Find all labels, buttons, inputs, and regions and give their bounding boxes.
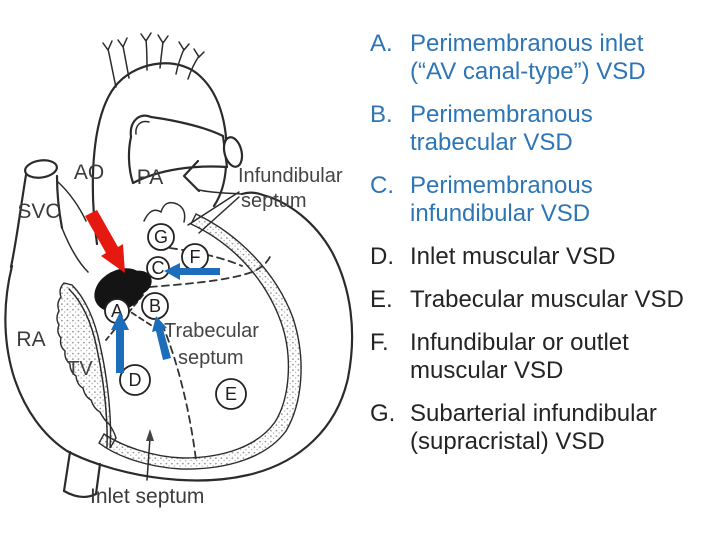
label-svc: SVC	[17, 200, 60, 223]
svg-text:Infundibular: Infundibular	[238, 165, 343, 187]
vsd-marker-d: D	[119, 364, 151, 396]
marker-letter-b: B	[149, 296, 161, 316]
legend-text: Trabecular muscular VSD	[410, 286, 684, 313]
label-infundibular-septum: Infundibular septum	[238, 165, 343, 212]
pulmonary-artery	[127, 114, 244, 185]
legend-text: Perimembranous trabecular VSD	[410, 101, 593, 156]
svc-vessel	[9, 159, 89, 273]
svg-text:septum: septum	[241, 190, 307, 212]
legend-item-g: G. Subarterial infundibular (supracrista…	[370, 400, 712, 456]
legend-item-d: D. Inlet muscular VSD	[370, 243, 712, 271]
legend-text: Perimembranous infundibular VSD	[410, 172, 593, 227]
vsd-marker-b: B	[141, 292, 169, 320]
legend-letter: A.	[370, 30, 393, 57]
red-arrow	[85, 210, 125, 273]
legend-letter: D.	[370, 243, 394, 270]
blue-arrow-b	[152, 316, 171, 360]
infundibular-septum-pointers	[187, 191, 240, 234]
heart-outline	[4, 159, 354, 499]
label-pulmonary-artery: PA	[137, 166, 163, 189]
ivc-stub	[62, 450, 102, 499]
vsd-legend-list: A. Perimembranous inlet (“AV canal-type”…	[370, 30, 712, 471]
aorta-branch-1	[102, 37, 130, 88]
label-trabecular-septum: Trabecular septum	[164, 320, 259, 369]
aorta-branch-2	[140, 32, 169, 71]
legend-text: Infundibular or outlet muscular VSD	[410, 329, 629, 384]
marker-letter-f: F	[190, 247, 201, 267]
membranous-boundary-arc	[149, 253, 272, 288]
legend-letter: B.	[370, 101, 393, 128]
legend-item-c: C. Perimembranous infundibular VSD	[370, 172, 712, 228]
legend-text: Subarterial infundibular (supracristal) …	[410, 400, 657, 455]
legend-letter: G.	[370, 400, 396, 427]
marker-letter-e: E	[225, 384, 237, 404]
inlet-septum-pointer-arrow	[146, 429, 154, 481]
svg-text:Trabecular: Trabecular	[164, 320, 259, 342]
vsd-marker-e: E	[215, 378, 247, 410]
marker-letter-g: G	[154, 227, 168, 247]
marker-letter-d: D	[129, 370, 142, 390]
vsd-marker-f: F	[181, 243, 209, 271]
blue-arrow-a	[111, 312, 129, 373]
myocardium-band	[98, 213, 302, 470]
inlet-trabecular-boundary	[161, 323, 197, 461]
label-tricuspid-valve: TV	[67, 358, 93, 380]
legend-letter: C.	[370, 172, 394, 199]
legend-text: Inlet muscular VSD	[410, 243, 616, 270]
blue-arrow-c	[164, 263, 220, 280]
septum-edge-line	[68, 288, 108, 448]
heart-diagram: G F C B A D E	[4, 32, 354, 508]
pa-branch-cut-end	[222, 136, 244, 168]
legend-item-b: B. Perimembranous trabecular VSD	[370, 101, 712, 157]
tricuspid-valve-band	[56, 282, 117, 449]
vsd-marker-g: G	[147, 223, 175, 251]
aorta-branch-3	[175, 41, 205, 80]
rvot-notch	[182, 159, 201, 193]
legend-item-f: F. Infundibular or outlet muscular VSD	[370, 329, 712, 385]
pulmonary-valve-scallops	[143, 201, 186, 223]
legend-item-a: A. Perimembranous inlet (“AV canal-type”…	[370, 30, 712, 86]
label-right-atrium: RA	[16, 328, 45, 351]
vsd-defect-blob	[94, 268, 152, 312]
upper-boundary-arc	[169, 247, 243, 267]
legend-letter: E.	[370, 286, 393, 313]
aorta-arch	[57, 32, 228, 246]
label-inlet-septum: Inlet septum	[90, 485, 204, 508]
legend-letter: F.	[370, 329, 389, 356]
legend-text: Perimembranous inlet (“AV canal-type”) V…	[410, 30, 646, 85]
vsd-marker-c: C	[146, 256, 170, 280]
legend-item-e: E. Trabecular muscular VSD	[370, 286, 712, 314]
marker-letter-c: C	[152, 258, 165, 278]
label-aorta: AO	[74, 161, 104, 184]
aortic-root-line	[57, 181, 87, 222]
svg-text:septum: septum	[178, 347, 244, 369]
